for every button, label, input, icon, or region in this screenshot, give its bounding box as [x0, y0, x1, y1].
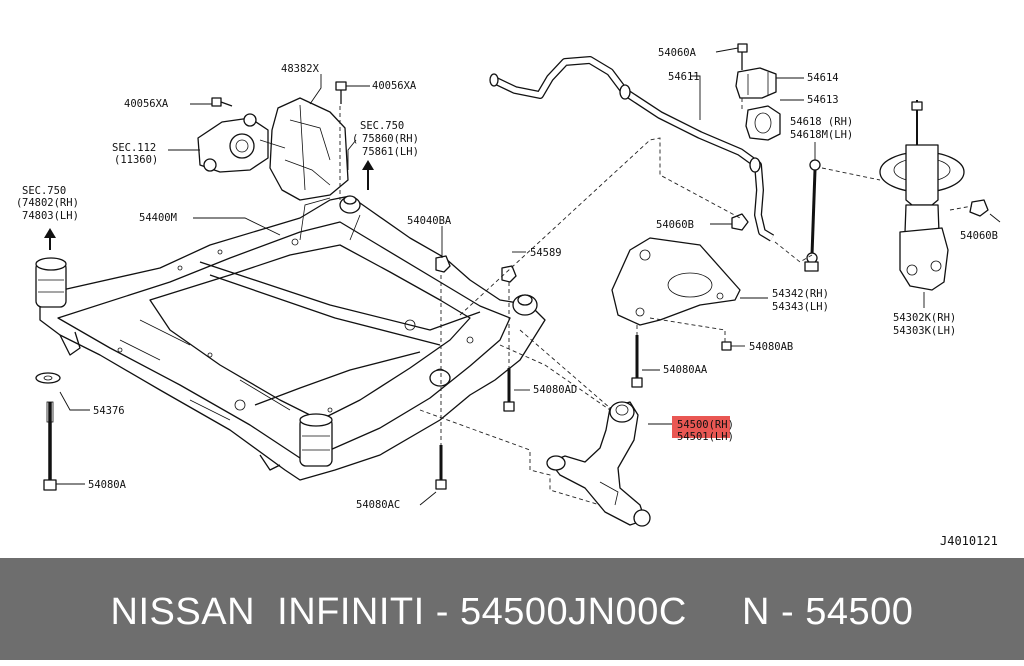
- label-54500[interactable]: 54500(RH): [677, 419, 734, 431]
- label-54302k[interactable]: 54302K(RH): [893, 312, 956, 324]
- label-54376[interactable]: 54376: [93, 405, 125, 417]
- subframe-mount-front-right[interactable]: [429, 294, 538, 387]
- bolt-54080a[interactable]: [43, 401, 57, 491]
- stabilizer-clamp-54614[interactable]: [735, 67, 777, 99]
- subframe-mount-rear-right[interactable]: [339, 195, 361, 214]
- label-54080a[interactable]: 54080A: [88, 479, 127, 491]
- assembly-guide-lines: [339, 98, 973, 506]
- label-sec112[interactable]: SEC.112: [112, 142, 156, 154]
- label-54501[interactable]: 54501(LH): [677, 431, 734, 443]
- footer-bar: NISSAN INFINITI - 54500JN00C N - 54500: [0, 558, 1024, 660]
- label-54303k[interactable]: 54303K(LH): [893, 325, 956, 337]
- label-54589[interactable]: 54589: [530, 247, 562, 259]
- bolt-40056xa-left[interactable]: [211, 97, 233, 107]
- footer-part-title: NISSAN INFINITI - 54500JN00C N - 54500: [110, 591, 914, 633]
- bolt-54589[interactable]: [501, 265, 517, 283]
- strut-assembly-54302k[interactable]: [879, 100, 965, 291]
- heat-shield-48382x[interactable]: [269, 97, 349, 201]
- suspension-parts-diagram: 48382X 40056XA 40056XA SEC.112 (11360) S…: [16, 43, 1001, 548]
- label-54080ad[interactable]: 54080AD: [533, 384, 577, 396]
- engine-mount-bracket[interactable]: [197, 113, 286, 173]
- nut-54060b-mid[interactable]: [731, 213, 749, 231]
- label-40056xa-left[interactable]: 40056XA: [124, 98, 169, 110]
- part-labels: 48382X 40056XA 40056XA SEC.112 (11360) S…: [16, 47, 998, 548]
- subframe-mount-front-left[interactable]: [299, 413, 333, 467]
- label-sec750-b-rh: 74802(RH): [22, 197, 79, 209]
- label-54060a[interactable]: 54060A: [658, 47, 697, 59]
- stabilizer-bar[interactable]: [489, 56, 775, 242]
- label-sec750-a[interactable]: SEC.750: [360, 120, 404, 132]
- arrow-sec750-a: [362, 160, 374, 190]
- front-subframe[interactable]: [39, 195, 546, 481]
- bolt-54060a[interactable]: [737, 43, 748, 70]
- label-40056xa-top[interactable]: 40056XA: [372, 80, 417, 92]
- label-54614[interactable]: 54614: [807, 72, 839, 84]
- label-54400m[interactable]: 54400M: [139, 212, 177, 224]
- transverse-link-54500[interactable]: [546, 401, 651, 527]
- stabilizer-bushing-54613[interactable]: [745, 105, 781, 141]
- washer-54376[interactable]: [35, 372, 61, 384]
- member-plate-54342[interactable]: [611, 237, 741, 326]
- label-54618[interactable]: 54618 (RH): [790, 116, 853, 128]
- label-54611[interactable]: 54611: [668, 71, 700, 83]
- label-54040ba[interactable]: 54040BA: [407, 215, 452, 227]
- subframe-mount-rear-left[interactable]: [35, 257, 67, 308]
- label-sec112-sub: (11360): [114, 154, 158, 166]
- arrow-sec750-b: [44, 228, 56, 250]
- stabilizer-link-54618[interactable]: [804, 159, 821, 272]
- bolt-40056xa-top[interactable]: [335, 81, 347, 104]
- label-sec750-a-bracket-open: (: [352, 133, 358, 145]
- label-54343[interactable]: 54343(LH): [772, 301, 829, 313]
- bolt-54080aa[interactable]: [631, 335, 643, 388]
- label-54060b-mid[interactable]: 54060B: [656, 219, 694, 231]
- leader-lines: [56, 47, 1001, 506]
- label-sec750-a-lh: 75861(LH): [362, 146, 419, 158]
- nut-54040ba[interactable]: [435, 255, 451, 273]
- label-54060b-right[interactable]: 54060B: [960, 230, 998, 242]
- nut-54060b-right[interactable]: [969, 199, 989, 217]
- label-sec750-a-rh: 75860(RH): [362, 133, 419, 145]
- bolt-54080ab[interactable]: [721, 341, 732, 351]
- label-54080aa[interactable]: 54080AA: [663, 364, 708, 376]
- label-54080ac[interactable]: 54080AC: [356, 499, 400, 511]
- label-48382x[interactable]: 48382X: [281, 63, 320, 75]
- bolt-54080ac[interactable]: [435, 445, 447, 490]
- label-54080ab[interactable]: 54080AB: [749, 341, 793, 353]
- label-sec750-b[interactable]: SEC.750: [22, 185, 66, 197]
- label-54342[interactable]: 54342(RH): [772, 288, 829, 300]
- label-sec750-b-bracket-open: (: [16, 197, 22, 209]
- label-sec750-b-lh: 74803(LH): [22, 210, 79, 222]
- target-part-highlight: [672, 416, 730, 438]
- diagram-reference-code: J4010121: [940, 534, 998, 548]
- label-54618m[interactable]: 54618M(LH): [790, 129, 853, 141]
- bolt-54080ad[interactable]: [503, 368, 515, 412]
- label-54613[interactable]: 54613: [807, 94, 839, 106]
